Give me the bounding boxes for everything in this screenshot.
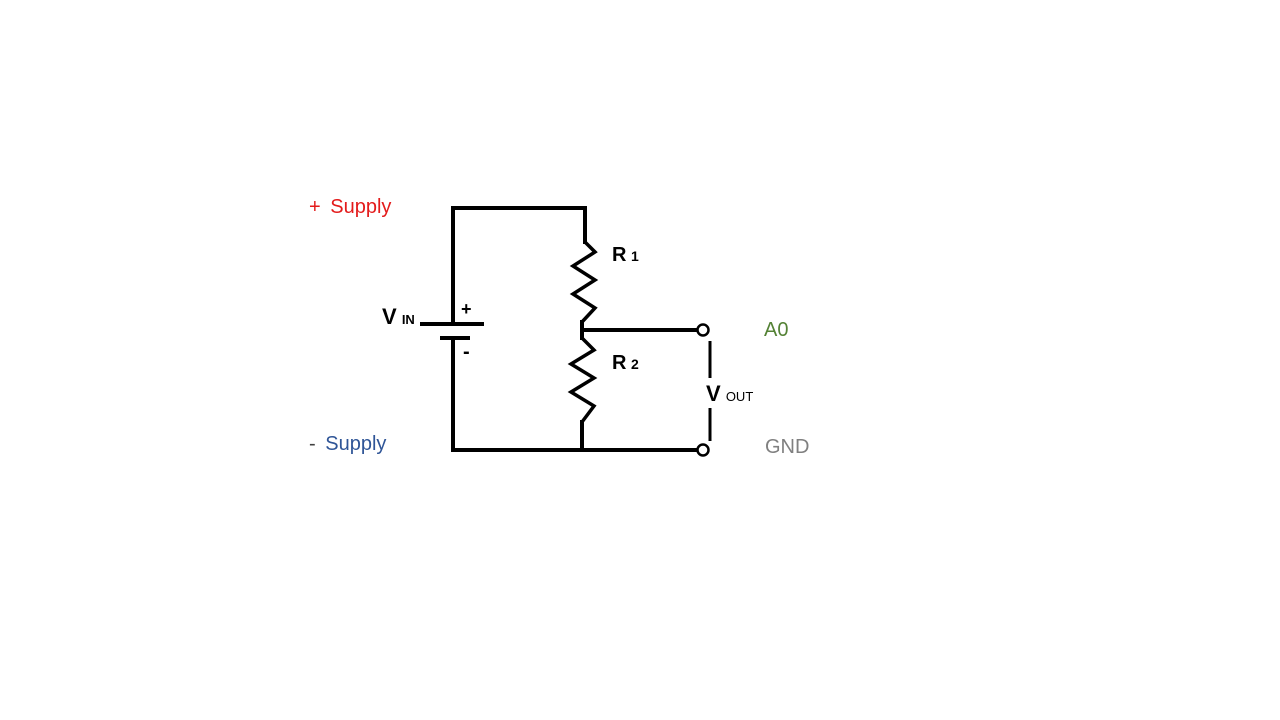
terminal-a0 xyxy=(696,323,710,337)
r1-sub: 1 xyxy=(631,248,639,264)
r1-label: R 1 xyxy=(612,244,639,266)
circuit-wires xyxy=(451,206,705,452)
a0-label: A0 xyxy=(764,319,788,341)
vout-main: V xyxy=(706,381,721,406)
supply-minus-sign: - xyxy=(309,433,316,455)
top-wire xyxy=(451,206,587,326)
supply-plus-text: Supply xyxy=(330,196,391,218)
r1-main: R xyxy=(612,244,627,266)
resistor-r2 xyxy=(567,336,598,424)
battery-plus-sign: + xyxy=(461,299,472,319)
vin-sub: IN xyxy=(402,312,415,327)
r2-label: R 2 xyxy=(612,352,639,374)
gnd-label: GND xyxy=(765,436,809,458)
resistor-r1 xyxy=(569,240,599,324)
supply-minus-text: Supply xyxy=(325,433,386,455)
r2-sub: 2 xyxy=(631,356,639,372)
vin-label: V IN xyxy=(382,304,415,329)
supply-plus-label: + Supply xyxy=(309,196,391,218)
vin-main: V xyxy=(382,304,397,329)
battery-minus-sign: - xyxy=(463,341,470,363)
battery-symbol xyxy=(420,322,484,340)
r2-main: R xyxy=(612,352,627,374)
supply-plus-sign: + xyxy=(309,196,321,218)
vout-label: V OUT xyxy=(706,381,753,406)
terminal-gnd xyxy=(696,443,710,457)
bottom-wire xyxy=(451,336,705,452)
vout-sub: OUT xyxy=(726,389,754,404)
supply-minus-label: - Supply xyxy=(309,433,386,455)
